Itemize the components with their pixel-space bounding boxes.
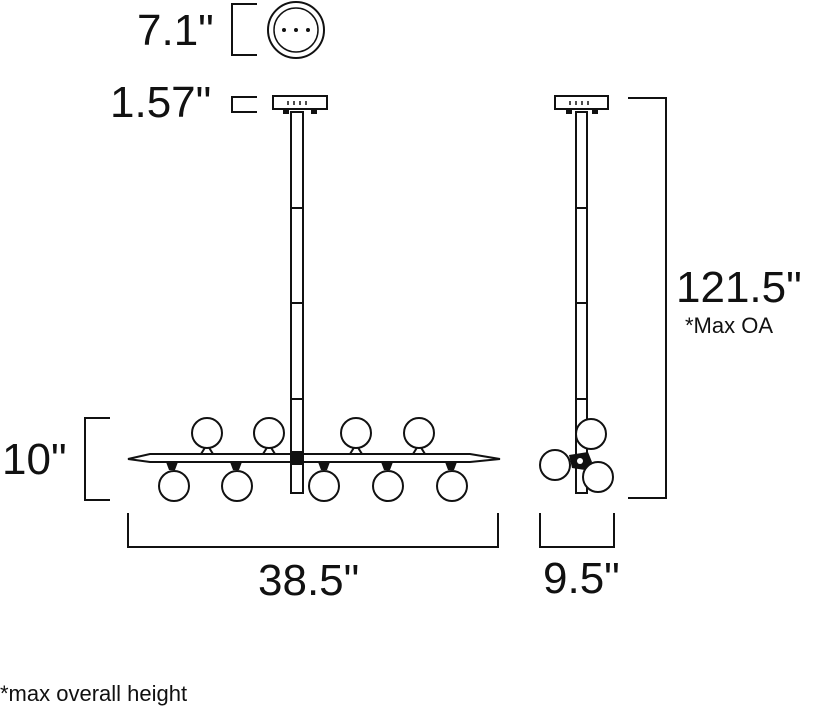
canopy-diameter-bracket — [231, 3, 257, 56]
globe — [221, 470, 253, 502]
overall-height-bracket — [628, 97, 667, 499]
globe — [372, 470, 404, 502]
width-label: 38.5" — [258, 556, 359, 605]
side-view — [539, 95, 614, 494]
canopy-height-bracket — [231, 96, 257, 113]
globe — [340, 417, 372, 449]
globe — [253, 417, 285, 449]
globe-holder — [230, 462, 242, 470]
lower-globes — [158, 462, 468, 502]
globe — [575, 418, 607, 450]
globe — [539, 449, 571, 481]
canopy-screw-center — [294, 28, 298, 32]
overall-height-dimension: 121.5" *Max OA — [628, 97, 802, 499]
depth-label: 9.5" — [543, 554, 620, 603]
overall-height-label: 121.5" — [676, 263, 802, 312]
canopy-bolt — [311, 109, 317, 114]
canopy-diameter-label: 7.1" — [137, 6, 214, 55]
canopy-inner-circle — [273, 7, 319, 53]
overall-height-note: *Max OA — [685, 313, 773, 338]
globe-holder — [381, 462, 393, 470]
canopy-screw-left — [282, 28, 286, 32]
fixture-height-dimension: 10" — [2, 417, 110, 501]
globe — [403, 417, 435, 449]
depth-dimension: 9.5" — [539, 513, 620, 603]
globe-holder — [445, 462, 457, 470]
front-canopy-plate — [272, 95, 328, 110]
globe — [436, 470, 468, 502]
globe — [158, 470, 190, 502]
globe — [582, 461, 614, 493]
hub-center — [577, 458, 583, 464]
canopy-bolt — [283, 109, 289, 114]
fixture-height-label: 10" — [2, 435, 67, 484]
front-view — [127, 95, 501, 502]
globe-holder — [318, 462, 330, 470]
fixture-height-bracket — [84, 417, 110, 501]
depth-bracket — [539, 513, 615, 548]
width-dimension: 38.5" — [127, 513, 499, 605]
upper-globes — [191, 417, 435, 455]
width-bracket — [127, 513, 499, 548]
side-canopy-plate — [554, 95, 609, 110]
canopy-bolt — [592, 109, 598, 114]
canopy-height-label: 1.57" — [110, 78, 211, 127]
canopy-height-dimension: 1.57" — [110, 78, 257, 127]
front-hub — [291, 451, 303, 465]
canopy-screw-right — [306, 28, 310, 32]
front-bar — [127, 453, 501, 463]
globe — [191, 417, 223, 449]
canopy-outer-circle — [267, 1, 325, 59]
globe-holder — [166, 462, 178, 470]
canopy-top-view: 7.1" — [137, 1, 325, 59]
globe — [308, 470, 340, 502]
footnote: *max overall height — [0, 681, 187, 706]
canopy-bolt — [566, 109, 572, 114]
